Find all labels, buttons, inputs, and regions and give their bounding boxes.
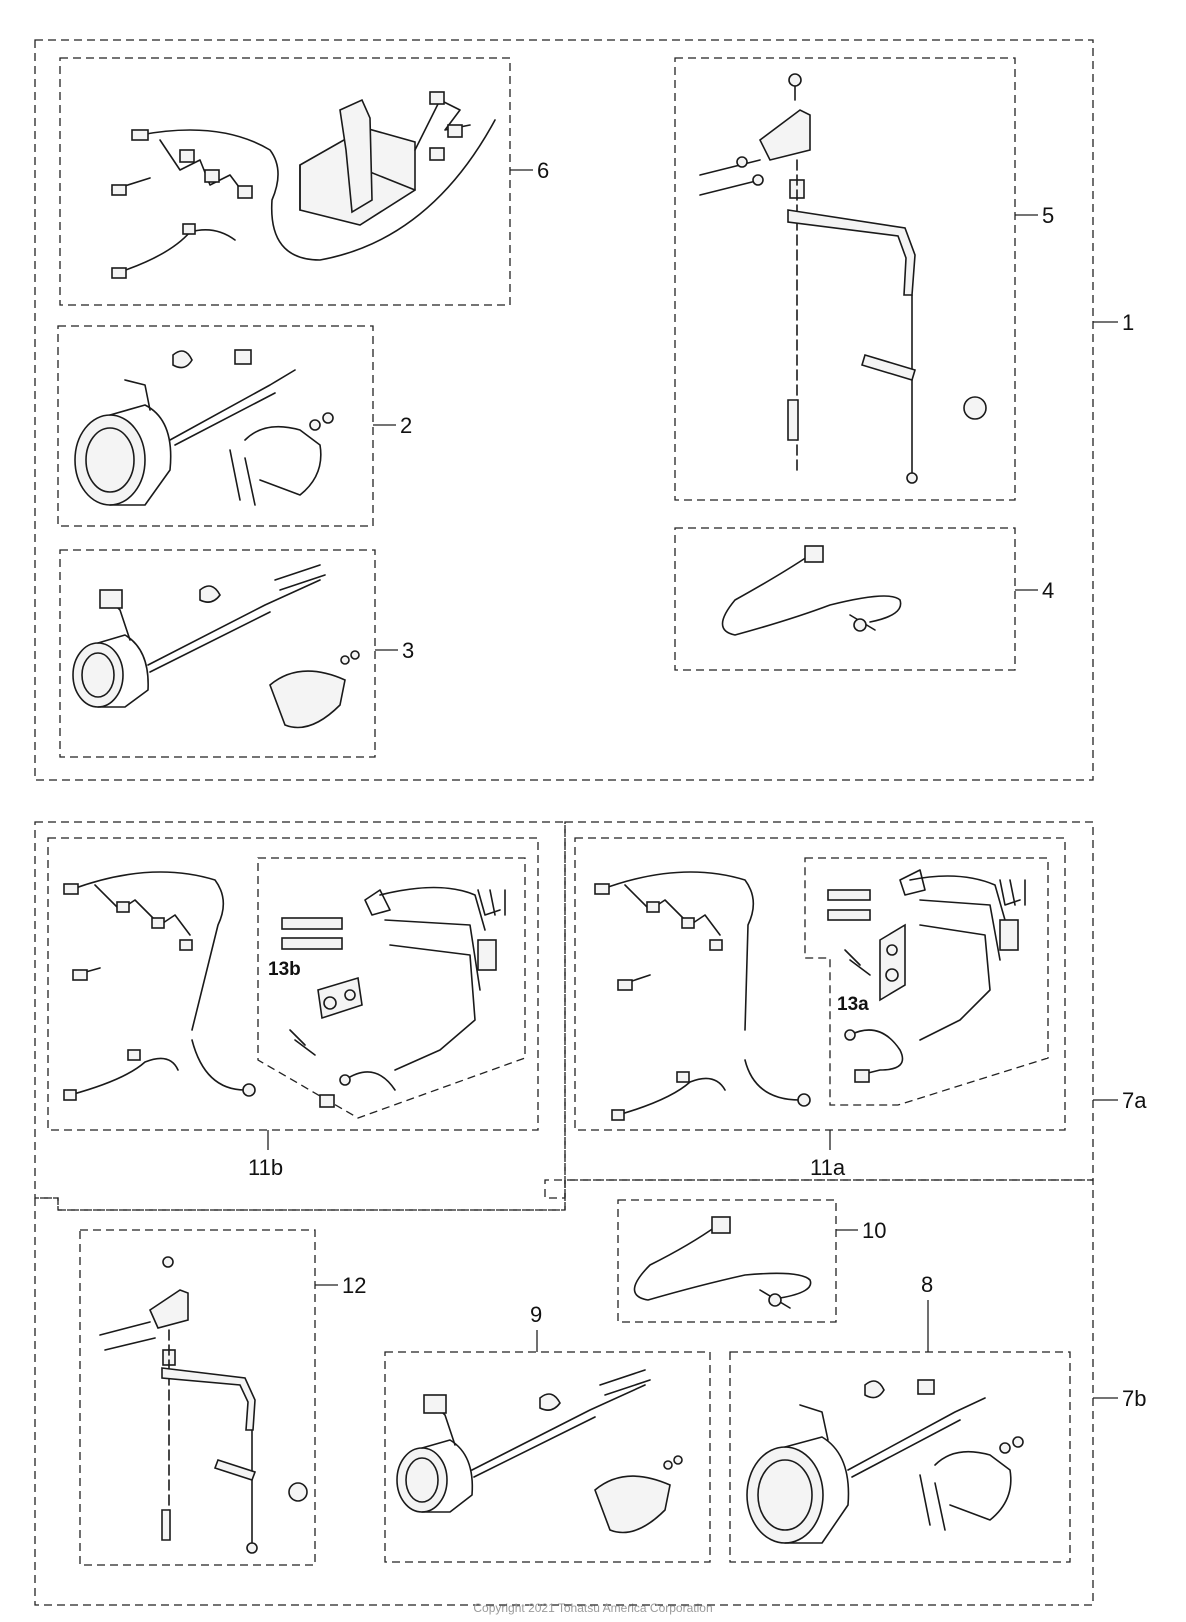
remote-control-box-illustration [111, 91, 496, 279]
steering-linkage-illustration [699, 73, 987, 484]
label-2: 2 [400, 413, 412, 438]
tachometer-8-illustration [746, 1379, 1024, 1544]
label-4: 4 [1042, 578, 1054, 603]
part-11a-box [574, 837, 1066, 1131]
harness-illustration [721, 545, 902, 636]
part-12-box [79, 1229, 316, 1566]
hour-meter-9-illustration [396, 1369, 683, 1534]
part-8-box [729, 1351, 1071, 1563]
label-10: 10 [862, 1218, 886, 1243]
group-7b-box [34, 1179, 1094, 1606]
group-7a-box [544, 821, 1094, 1199]
part-4-box [674, 527, 1016, 671]
label-13a: 13a [837, 994, 869, 1015]
hour-meter-illustration [72, 564, 360, 729]
label-5: 5 [1042, 203, 1054, 228]
part-6-box [59, 57, 511, 306]
harness-10-illustration [633, 1216, 812, 1309]
tachometer-illustration [74, 349, 334, 506]
part-13b-box [257, 857, 526, 1119]
label-7b: 7b [1122, 1386, 1146, 1411]
group-1-box [34, 39, 1094, 781]
harness-11a-illustration [594, 869, 1026, 1121]
part-9-box [384, 1351, 711, 1563]
label-9: 9 [530, 1302, 542, 1327]
copyright-text: Copyright 2021 Tohatsu America Corporati… [473, 1601, 712, 1615]
label-8: 8 [921, 1272, 933, 1297]
part-11b-box [47, 837, 539, 1131]
group-11b-outer-box [34, 821, 566, 1211]
label-1: 1 [1122, 310, 1134, 335]
label-11a: 11a [810, 1155, 846, 1180]
label-6: 6 [537, 158, 549, 183]
label-13b: 13b [268, 959, 301, 980]
label-3: 3 [402, 638, 414, 663]
steering-linkage-12-illustration [99, 1256, 308, 1554]
part-5-box [674, 57, 1016, 501]
part-10-box [617, 1199, 837, 1323]
part-3-box [59, 549, 376, 758]
part-13a-box [804, 857, 1049, 1106]
label-7a: 7a [1122, 1088, 1147, 1113]
label-12: 12 [342, 1273, 366, 1298]
harness-11b-illustration [63, 871, 506, 1108]
part-2-box [57, 325, 374, 527]
label-11b: 11b [248, 1155, 283, 1180]
